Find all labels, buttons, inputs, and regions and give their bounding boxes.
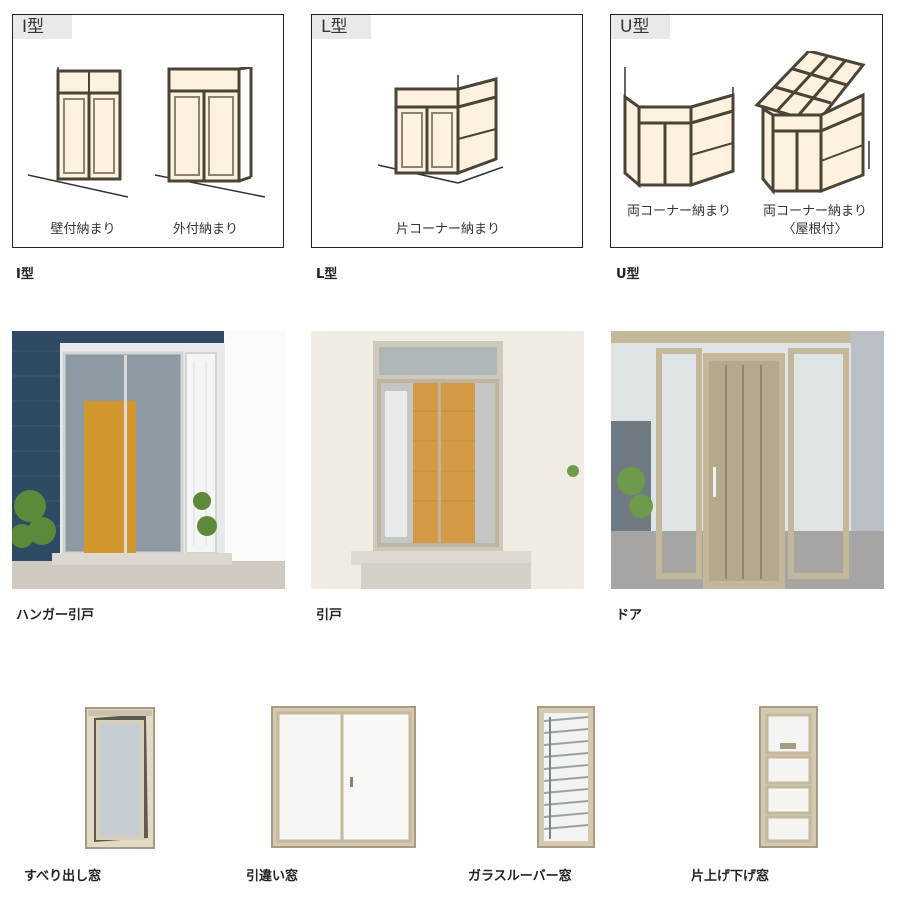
caption-single-hung-window[interactable]: 片上げ下げ窓 <box>691 869 770 884</box>
type-tag-i: I型 <box>13 15 72 39</box>
caption-u-type[interactable]: U型 <box>616 267 640 282</box>
sub-label-double-corner-roof: 両コーナー納まり <box>762 204 867 219</box>
single-hung-window-image[interactable] <box>758 705 819 849</box>
sliding-door-image <box>311 331 584 589</box>
type-tag-l: L型 <box>312 15 371 39</box>
double-corner-roof-enclosure-illustration <box>754 51 870 196</box>
diagram-tile-i-type[interactable]: I型 壁付納まり 外付納まり <box>12 14 284 248</box>
double-corner-enclosure-illustration <box>623 67 735 189</box>
caption-projected-window[interactable]: すべり出し窓 <box>24 869 102 884</box>
sub-label-wall-mounted: 壁付納まり <box>50 222 116 237</box>
wall-mounted-enclosure-illustration <box>28 67 129 198</box>
caption-hanger-sliding-door[interactable]: ハンガー引戸 <box>16 608 95 623</box>
caption-glass-louver-window[interactable]: ガラスルーバー窓 <box>468 869 572 884</box>
sub-label-with-roof: 〈屋根付〉 <box>782 222 848 237</box>
sliding-window-image[interactable] <box>270 705 417 849</box>
hanger-sliding-door-image <box>12 331 285 589</box>
hinged-door-image <box>611 331 884 589</box>
caption-i-type[interactable]: I型 <box>16 267 34 282</box>
type-tag-u: U型 <box>611 15 670 39</box>
sub-label-single-corner: 片コーナー納まり <box>395 222 500 237</box>
diagram-tile-u-type[interactable]: U型 両コーナー納まり 両コーナー納まり 〈屋根付〉 <box>610 14 883 248</box>
sub-label-external-mounted: 外付納まり <box>172 222 238 237</box>
caption-sliding-window[interactable]: 引違い窓 <box>246 869 299 884</box>
glass-louver-window-image[interactable] <box>536 705 596 849</box>
caption-hinged-door[interactable]: ドア <box>616 608 643 623</box>
single-corner-enclosure-illustration <box>378 75 504 184</box>
photo-hanger-sliding-door[interactable] <box>12 331 285 589</box>
caption-sliding-door[interactable]: 引戸 <box>316 608 343 623</box>
projected-window-image[interactable] <box>84 706 156 850</box>
sub-label-double-corner: 両コーナー納まり <box>626 204 731 219</box>
diagram-tile-l-type[interactable]: L型 片コーナー納まり <box>311 14 583 248</box>
caption-l-type[interactable]: L型 <box>316 267 338 282</box>
photo-sliding-door[interactable] <box>311 331 584 589</box>
external-mounted-enclosure-illustration <box>155 67 266 198</box>
photo-hinged-door[interactable] <box>611 331 884 589</box>
